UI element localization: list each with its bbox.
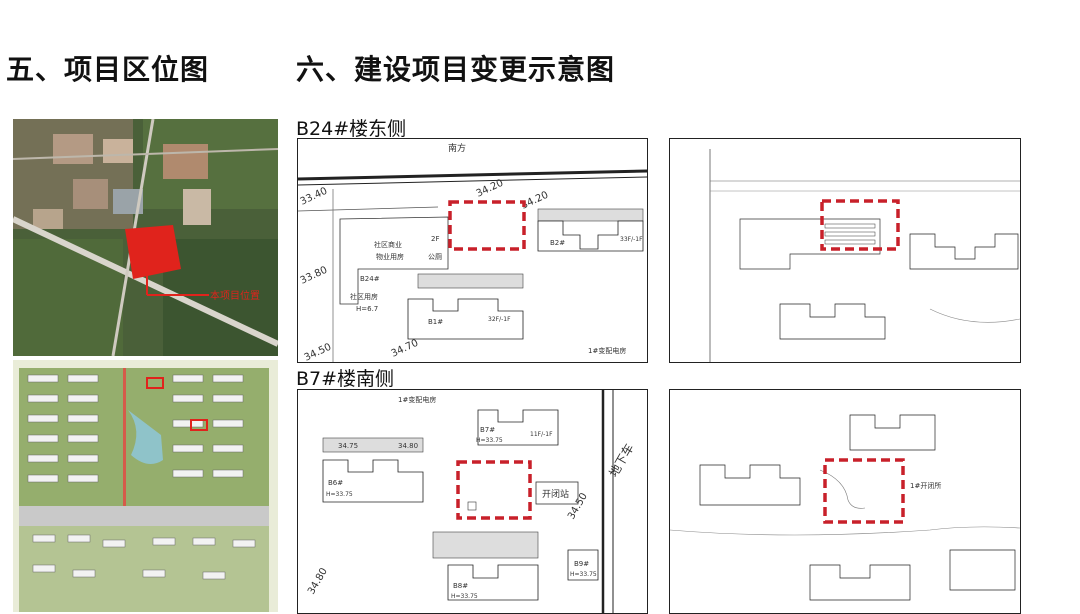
underground-garage-label: 地下车 xyxy=(606,441,637,480)
aerial-location-photo: 本项目位置 xyxy=(13,119,278,356)
toilet-label: 公厕 xyxy=(428,253,442,261)
section-label-b7: B7#楼南侧 xyxy=(296,368,395,390)
floors-label: 33F/-1F xyxy=(620,236,643,243)
b7-original-plan: 1#变配电房 B7# H=33.75 11F/-1F 34.75 34.80 B… xyxy=(297,389,648,614)
change-area-highlight xyxy=(448,200,526,251)
project-location-label: 本项目位置 xyxy=(210,289,260,302)
change-area-highlight xyxy=(456,460,532,520)
elevation-label: 34.75 xyxy=(338,442,358,450)
switching-station-label: 1#开闭所 xyxy=(910,481,941,490)
building-b9-label: B9# xyxy=(574,560,589,568)
building-b2-label: B2# xyxy=(550,239,565,247)
building-b7-label: B7# xyxy=(480,426,495,434)
master-plan-drawing xyxy=(13,360,278,612)
elevation-label: 33.80 xyxy=(299,265,330,287)
height-label: H=6.7 xyxy=(356,305,378,313)
section-title-change: 六、建设项目变更示意图 xyxy=(296,53,616,86)
elevation-label: 33.40 xyxy=(299,186,330,208)
b24-original-plan: 南方 33.40 34.20 34.20 33.80 34.50 34.70 社… xyxy=(297,138,648,363)
building-b8-label: B8# xyxy=(453,582,468,590)
elevation-label: 34.70 xyxy=(390,338,421,360)
change-area-highlight xyxy=(823,458,905,524)
building-b6-label: B6# xyxy=(328,479,343,487)
elevation-label: 34.80 xyxy=(306,566,330,596)
height-label: H=33.75 xyxy=(451,593,478,600)
community-commercial-label: 社区商业 xyxy=(374,240,402,249)
floors-label: 32F/-1F xyxy=(488,316,511,323)
switching-station-label: 开闭站 xyxy=(542,488,569,500)
section-label-b24: B24#楼东侧 xyxy=(296,118,407,140)
change-area-highlight xyxy=(820,199,900,251)
floors-label: 11F/-1F xyxy=(530,431,553,438)
property-room-label: 物业用房 xyxy=(376,252,404,261)
road-label: 南方 xyxy=(448,142,466,154)
transformer-room-label: 1#变配电房 xyxy=(398,395,436,404)
community-room-label: 社区用房 xyxy=(350,292,378,301)
building-b24-label: B24# xyxy=(360,275,380,283)
building-b1-label: B1# xyxy=(428,318,443,326)
elevation-label: 34.50 xyxy=(303,342,334,362)
height-label: H=33.75 xyxy=(570,571,597,578)
floor-count-label: 2F xyxy=(431,235,439,243)
b7-revised-plan: 1#开闭所 xyxy=(669,389,1021,614)
b24-revised-plan xyxy=(669,138,1021,363)
height-label: H=33.75 xyxy=(476,437,503,444)
elevation-label: 34.80 xyxy=(398,442,418,450)
transformer-room-label: 1#变配电房 xyxy=(588,346,626,355)
section-title-location: 五、项目区位图 xyxy=(6,53,210,86)
height-label: H=33.75 xyxy=(326,491,353,498)
